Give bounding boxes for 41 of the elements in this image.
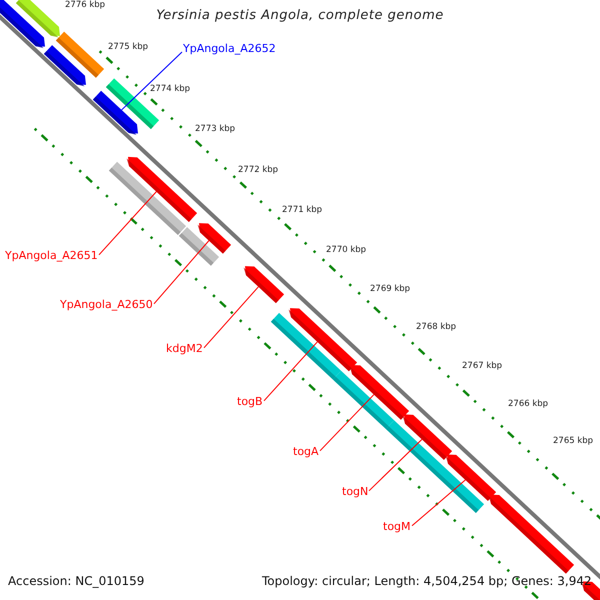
leader-line: [121, 52, 182, 110]
gene-feature: [0, 0, 45, 48]
gene-label: kdgM2: [166, 343, 203, 356]
tick-label: 2767 kbp: [462, 362, 502, 372]
tick-label: 2776 kbp: [65, 1, 106, 10]
diagram-title: Yersinia pestis Angola, complete genome: [155, 9, 445, 24]
leader-line: [412, 479, 466, 526]
gene-label: YpAngola_A2651: [5, 250, 98, 262]
tick-label: 2766 kbp: [508, 400, 548, 410]
gene-feature: [178, 227, 220, 266]
gene-label: togM: [383, 521, 411, 534]
gene-feature: [288, 308, 358, 372]
leader-line: [368, 438, 422, 492]
leader-line: [98, 191, 157, 256]
leader-line: [264, 341, 318, 402]
tick-label: 2768 kbp: [416, 323, 456, 332]
gene-label: togA: [293, 446, 319, 458]
gene-feature: [446, 454, 496, 501]
gene-label: togB: [237, 396, 263, 408]
accession-text: Accession: NC_010159: [8, 575, 144, 588]
gene-label: togN: [342, 486, 368, 498]
tick-label: 2769 kbp: [370, 285, 410, 294]
leader-line: [204, 286, 259, 348]
leader-line: [154, 240, 210, 304]
tick-label: 2774 kbp: [150, 85, 190, 94]
gene-feature: [488, 494, 574, 574]
gene-feature: [44, 45, 86, 86]
gene-feature: [350, 364, 410, 420]
leader-line: [320, 394, 374, 452]
tick-label: 2765 kbp: [553, 437, 594, 446]
gene-feature: [244, 266, 284, 304]
tick-label: 2771 kbp: [282, 206, 322, 216]
tick-label: 2772 kbp: [238, 166, 278, 176]
gene-feature: [92, 90, 138, 135]
tick-label: 2770 kbp: [326, 246, 366, 256]
gene-feature: [108, 162, 186, 235]
gene-label: YpAngola_A2650: [60, 299, 153, 312]
tick-label: 2775 kbp: [108, 43, 148, 52]
gene-label: YpAngola_A2652: [183, 43, 276, 56]
tick-label: 2773 kbp: [195, 125, 236, 134]
genome-summary-text: Topology: circular; Length: 4,504,254 bp; Genes: 3,942: [262, 575, 592, 588]
